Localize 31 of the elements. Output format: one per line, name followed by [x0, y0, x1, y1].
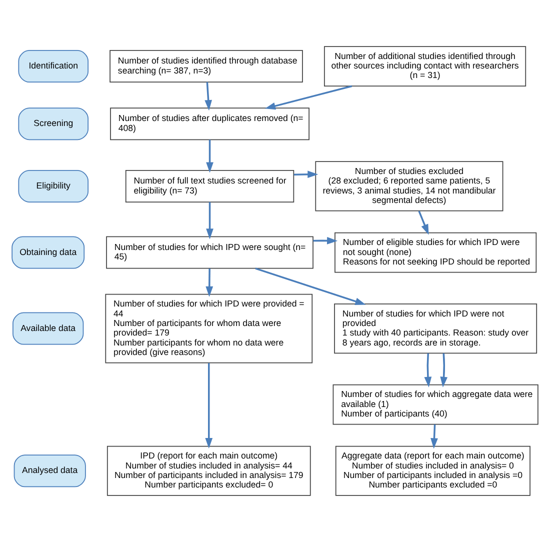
node-box: Number of studies for which IPD were not provided 1 study with 40 participants. Reason: study over 8 years ago, records are in storage. [334, 304, 538, 354]
arrow [205, 363, 213, 449]
node-box: Number of studies identified through database searching (n= 387, n=3) [110, 50, 303, 83]
node-box: Number of studies for which IPD were sought (n= 45) [106, 236, 314, 269]
arrow [313, 237, 338, 244]
node-box: Aggregate data (report for each main outcome) Number of studies included in analysis= 0 Number of participants included in analysis =0 Number participants excluded =0 [335, 446, 530, 496]
node-box: Number of eligible studies for which IPD were not sought (none) Reasons for not seeking IPD should be reported [334, 232, 537, 273]
node-box: Number of studies for which aggregate data were available (1) Number of participants (40) [332, 384, 538, 425]
node-box: Obtaining data [12, 236, 85, 269]
arrow [264, 85, 352, 110]
arrow [418, 210, 429, 235]
node-box: Analysed data [14, 454, 86, 488]
node-box: IPD (report for each main outcome) Number of studies included in analysis= 44 Number of participants included in analysis= 179 Number participants excluded= 0 [106, 446, 311, 496]
arrow [206, 202, 214, 240]
node-box: Screening [18, 108, 89, 140]
arrow [440, 353, 448, 388]
arrow [424, 353, 432, 388]
arrow [206, 268, 214, 297]
node-box: Available data [12, 312, 84, 345]
node-box: Number of studies after duplicates removed (n= 408) [110, 108, 310, 140]
arrow [430, 424, 438, 449]
arrow [206, 140, 214, 173]
arrow [294, 170, 318, 178]
node-box: Number of full text studies screened for eligibility (n= 73) [125, 170, 294, 202]
node-box: Eligibility [18, 170, 89, 202]
node-box: Number of additional studies identified through other sources including contact with researchers (n = 31) [324, 46, 526, 86]
node-box: Identification [18, 50, 89, 83]
arrow [255, 268, 366, 305]
node-box: Number of studies for which IPD were provided = 44 Number of participants for whom data were provided= 179 Number participants for whom no data were provided (give reasons) [105, 294, 313, 364]
node-box: Number of studies excluded (28 excluded; 6 reported same patients, 5 reviews, 3 animal studies, 14 not mandibular segmental defects) [315, 161, 504, 212]
arrow [204, 82, 212, 111]
